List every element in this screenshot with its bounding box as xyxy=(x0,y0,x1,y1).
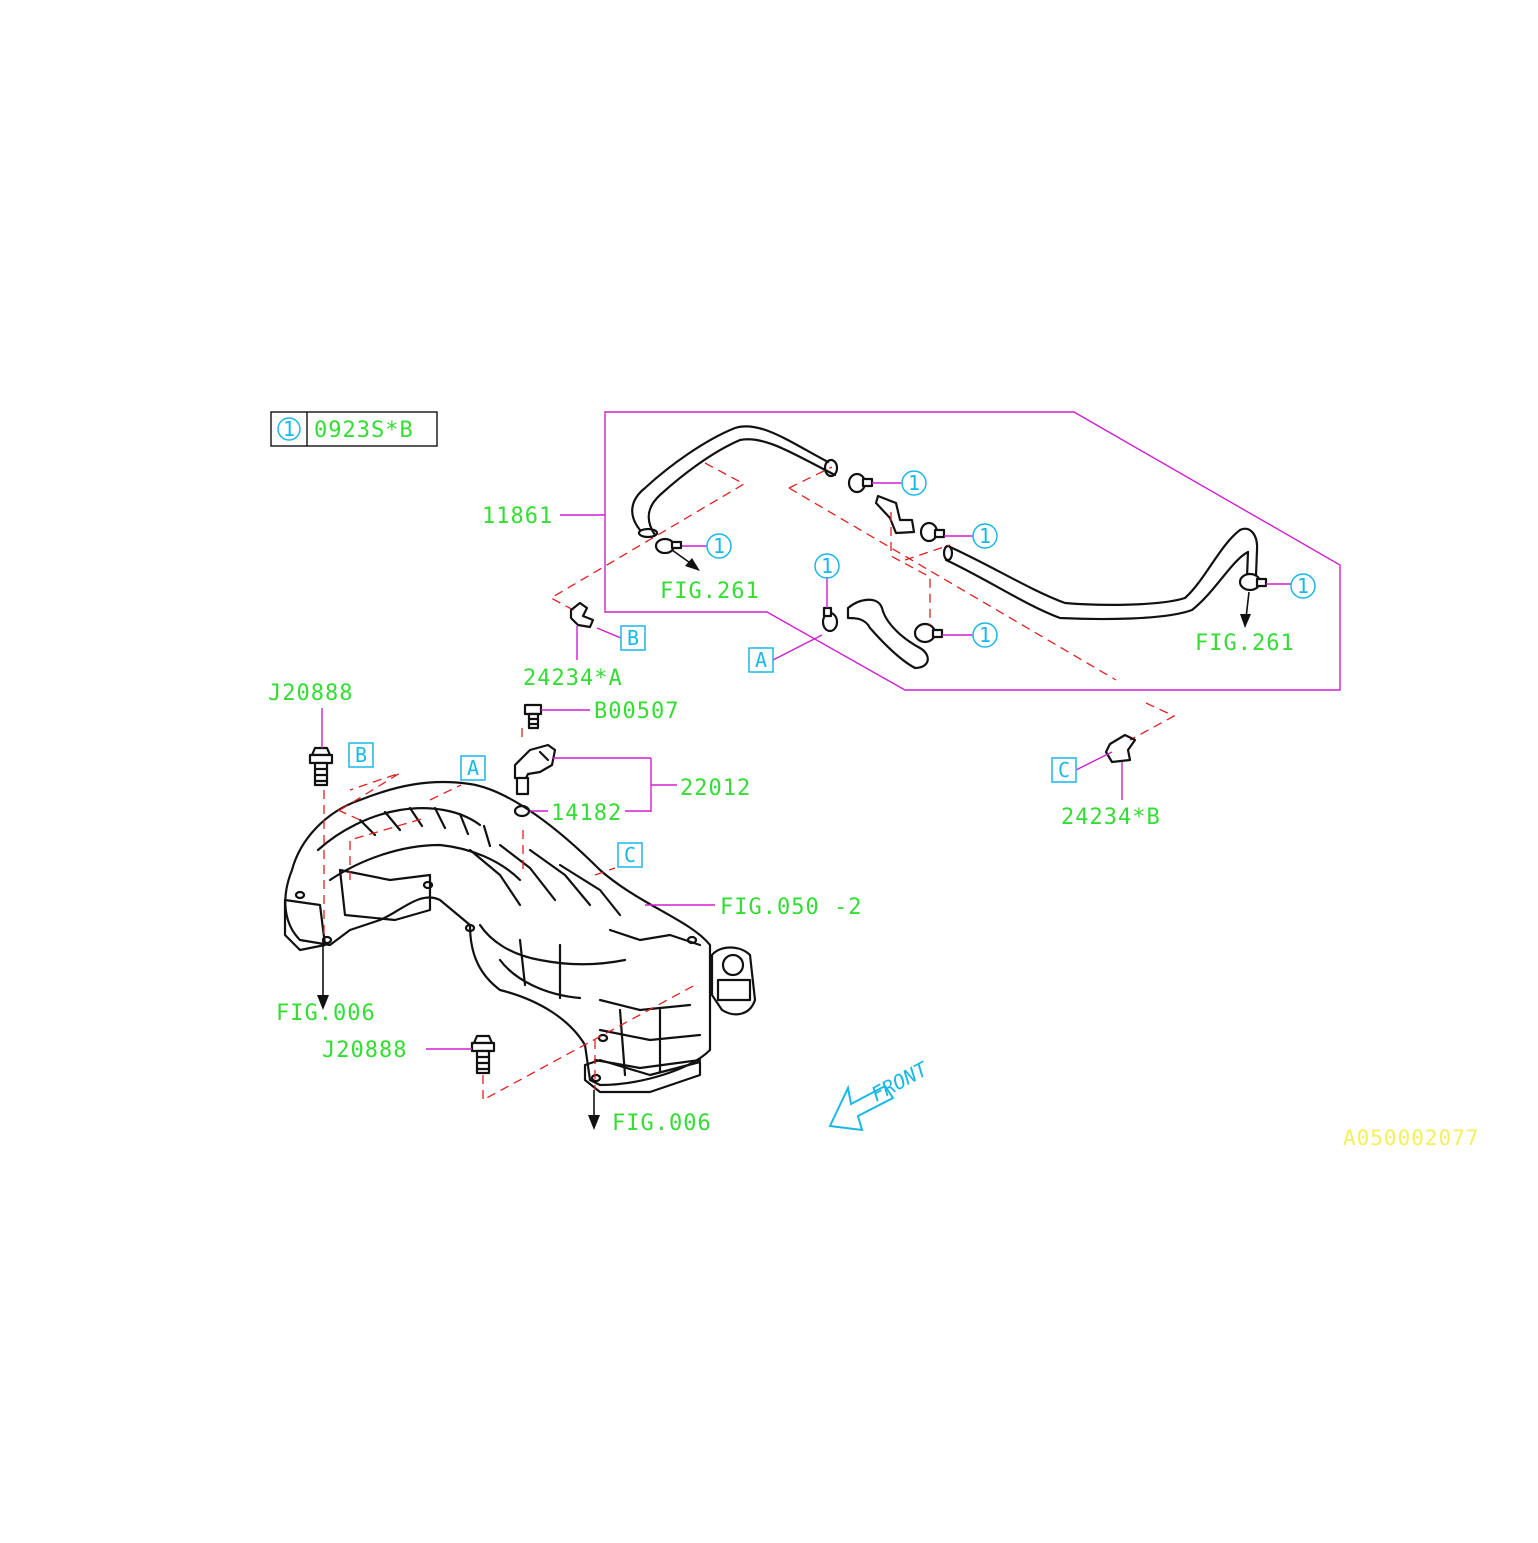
clamp-middle xyxy=(919,521,946,543)
arrow-fig261-left xyxy=(685,558,700,571)
clamp-marker-1c-text: 1 xyxy=(979,524,991,548)
hose-group-outline xyxy=(604,411,1341,691)
arrow-fig006-bottom xyxy=(588,1115,600,1130)
throttle-body xyxy=(710,946,757,1016)
bolt-b00507 xyxy=(523,703,543,730)
ref-box-a-upper xyxy=(748,647,774,673)
t-fitting xyxy=(874,494,916,535)
ref-box-b-upper xyxy=(620,625,646,651)
clamp-marker-1e xyxy=(814,553,840,579)
clip-24234b xyxy=(1104,733,1137,764)
clamp-marker-1f xyxy=(972,622,998,648)
label-fig006-bottom: FIG.006 xyxy=(612,1111,712,1136)
bolt-j20888-bottom xyxy=(470,1034,496,1075)
label-fig261-left: FIG.261 xyxy=(660,579,760,604)
ref-box-a-lower xyxy=(460,755,486,781)
label-j20888-bottom: J20888 xyxy=(322,1038,407,1063)
clamp-marker-1b xyxy=(901,470,927,496)
hose-right xyxy=(942,527,1259,621)
clamp-top xyxy=(847,472,874,494)
bolt-j20888-top xyxy=(308,746,334,787)
hose-left xyxy=(631,425,839,539)
hose-small xyxy=(846,598,929,670)
clamp-marker-1d-text: 1 xyxy=(1297,574,1309,598)
sensor-22012 xyxy=(513,743,557,796)
ref-box-b-lower xyxy=(348,742,374,768)
hose-dashed-lines xyxy=(549,462,1176,741)
label-b00507: B00507 xyxy=(594,699,679,724)
legend-part-number: 0923S*B xyxy=(314,418,414,443)
clamp-right xyxy=(1238,572,1268,592)
legend-table: 1 0923S*B xyxy=(270,411,438,447)
ref-box-b-lower-label: B xyxy=(355,743,367,767)
label-24234b: 24234*B xyxy=(1061,805,1161,830)
ref-box-c-right xyxy=(1051,757,1077,783)
ref-box-b-upper-label: B xyxy=(627,626,639,650)
front-label: FRONT xyxy=(867,1056,933,1106)
label-14182: 14182 xyxy=(551,801,622,826)
clamp-marker-1f-text: 1 xyxy=(979,623,991,647)
legend-key: 1 xyxy=(283,417,295,441)
intake-manifold xyxy=(283,780,712,1094)
label-11861: 11861 xyxy=(482,504,553,529)
clamp-lower-left xyxy=(821,606,839,633)
ref-box-a-upper-label: A xyxy=(755,648,767,672)
label-j20888-top: J20888 xyxy=(268,681,353,706)
arrow-fig261-right xyxy=(1240,614,1251,628)
ref-box-a-lower-label: A xyxy=(467,756,479,780)
clamp-lower-right xyxy=(913,622,944,644)
ref-box-c-right-label: C xyxy=(1058,758,1070,782)
clamp-marker-1a-text: 1 xyxy=(713,534,725,558)
clip-24234a xyxy=(569,601,595,629)
clamp-upper-left xyxy=(654,537,683,555)
front-arrow-icon xyxy=(828,1084,895,1132)
clamp-marker-1e-text: 1 xyxy=(821,554,833,578)
label-24234a: 24234*A xyxy=(523,666,623,691)
label-fig006-left: FIG.006 xyxy=(276,1001,376,1026)
label-22012: 22012 xyxy=(680,776,751,801)
manifold-dashed-lines xyxy=(323,772,696,1102)
arrow-fig006-left xyxy=(317,995,329,1010)
clamp-marker-1d xyxy=(1290,573,1316,599)
clamp-marker-1c xyxy=(972,523,998,549)
label-fig261-right: FIG.261 xyxy=(1195,631,1295,656)
ref-box-c-lower xyxy=(617,842,643,868)
diagram-id: A050002077 xyxy=(1343,1126,1479,1150)
clamp-marker-1a xyxy=(706,533,732,559)
legend-marker-circle xyxy=(277,417,301,441)
ref-box-c-lower-label: C xyxy=(624,843,636,867)
clamp-marker-1b-text: 1 xyxy=(908,471,920,495)
o-ring-14182 xyxy=(513,804,531,818)
label-fig050-2: FIG.050 -2 xyxy=(720,895,862,920)
